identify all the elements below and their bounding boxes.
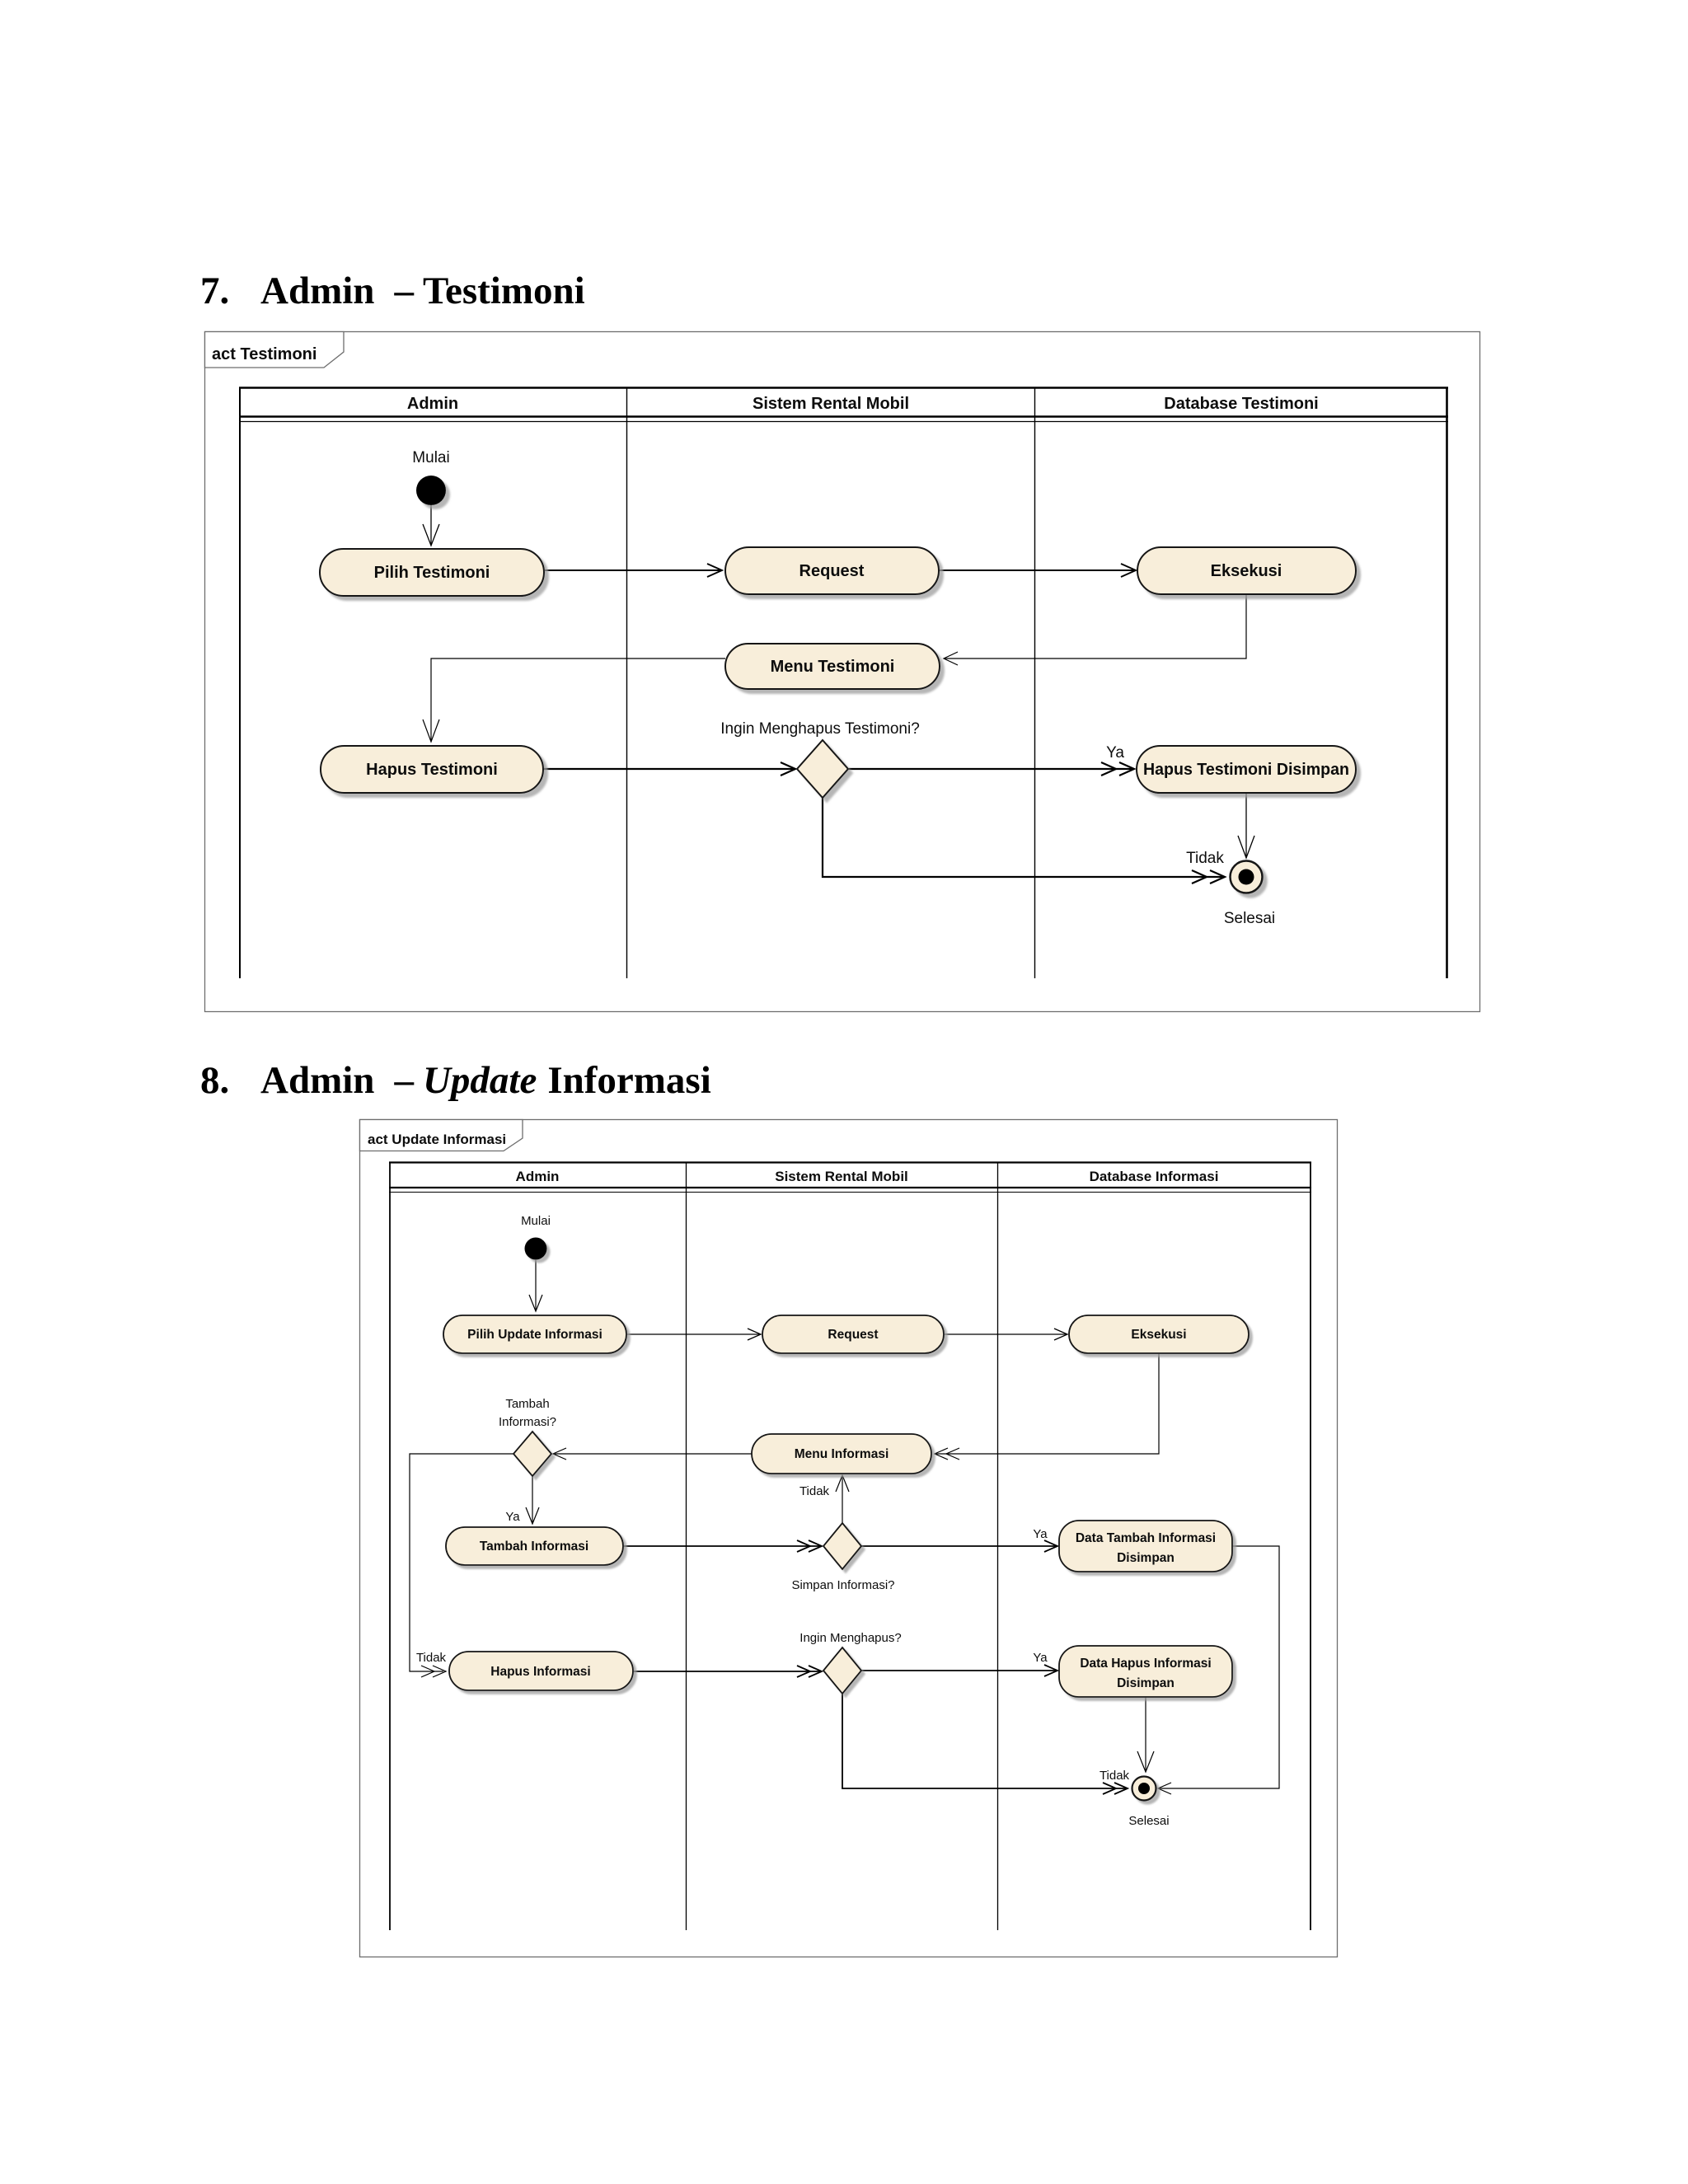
initial-node [416,476,446,505]
section-number: 8. [200,1059,230,1102]
activity-data-hapus-informasi-disimpan: Data Hapus Informasi Disimpan [1058,1645,1233,1698]
section-title-dash: – [394,269,414,312]
svg-text:Data Tambah Informasi: Data Tambah Informasi [1076,1531,1216,1545]
svg-text:Disimpan: Disimpan [1117,1676,1175,1690]
decision-simpan-diamond [822,1521,863,1571]
edge-label-tidak-hapus: Tidak [416,1651,447,1665]
decision-tambah-question-line1: Tambah [505,1397,549,1411]
end-label: Selesai [1224,910,1275,927]
start-label: Mulai [412,449,449,466]
svg-text:Request: Request [799,562,865,580]
end-label: Selesai [1128,1814,1169,1828]
section-title-italic: Update [422,1059,537,1102]
edges [422,505,1255,885]
edge-label-ya: Ya [1106,744,1124,762]
edge-label-ya-dtid: Ya [1033,1527,1048,1541]
decision-tambah-diamond [512,1430,553,1478]
svg-text:Pilih Update Informasi: Pilih Update Informasi [467,1328,603,1342]
lane-title-sistem: Sistem Rental Mobil [775,1169,908,1184]
activity-menu-informasi: Menu Informasi [751,1433,932,1474]
activity-hapus-testimoni: Hapus Testimoni [320,745,544,794]
section-title-part: Admin [260,269,375,312]
start-label: Mulai [521,1214,551,1228]
svg-text:Tambah Informasi: Tambah Informasi [480,1540,588,1554]
lane-title-database: Database Testimoni [1164,395,1318,413]
decision-diamond [795,738,850,799]
svg-text:Hapus Informasi: Hapus Informasi [490,1665,590,1679]
activity-diagram-testimoni: act Testimoni Admin Sistem Rental Mobil … [204,330,1481,1013]
activity-hapus-informasi: Hapus Informasi [448,1651,634,1691]
svg-text:Eksekusi: Eksekusi [1131,1328,1186,1342]
svg-text:Data Hapus Informasi: Data Hapus Informasi [1080,1657,1211,1671]
decision-hapus-question: Ingin Menghapus? [799,1631,901,1645]
section-heading-8: 8. Admin – Update Informasi [200,1058,711,1103]
activity-request: Request [762,1315,945,1354]
svg-text:Hapus Testimoni Disimpan: Hapus Testimoni Disimpan [1143,761,1349,779]
final-node [1229,860,1264,894]
svg-text:Request: Request [828,1328,878,1342]
section-title-part: Testimoni [422,269,585,312]
svg-text:Eksekusi: Eksekusi [1211,562,1282,580]
section-title-dash: – [394,1059,414,1102]
activity-tambah-informasi: Tambah Informasi [445,1526,624,1566]
svg-text:Menu Informasi: Menu Informasi [795,1447,889,1461]
initial-node [524,1237,547,1260]
final-node [1131,1775,1157,1802]
activity-data-tambah-informasi-disimpan: Data Tambah Informasi Disimpan [1058,1520,1233,1572]
section-number: 7. [200,269,230,312]
section-title-part: Informasi [547,1059,711,1102]
activity-menu-testimoni: Menu Testimoni [724,643,940,690]
edge-label-tidak-menu: Tidak [799,1484,830,1498]
diagram-frame [359,1118,1339,1958]
svg-text:Menu Testimoni: Menu Testimoni [771,658,895,676]
frame-label-tab [204,330,345,368]
activity-pilih-testimoni: Pilih Testimoni [319,548,545,597]
activity-pilih-update-informasi: Pilih Update Informasi [443,1315,627,1354]
decision-simpan-question: Simpan Informasi? [791,1578,894,1592]
frame-label-text: act Update Informasi [368,1132,506,1147]
edge-label-ya-tambah: Ya [505,1510,520,1524]
decision-hapus-diamond [822,1646,863,1695]
section-heading-7: 7. Admin – Testimoni [200,269,585,313]
activity-request: Request [724,546,940,595]
decision-question-label: Ingin Menghapus Testimoni? [720,720,920,738]
frame-label-tab [359,1118,523,1152]
swimlane-grid [239,387,1448,978]
activity-diagram-update-informasi: act Update Informasi Admin Sistem Rental… [359,1118,1339,1958]
activity-eksekusi: Eksekusi [1068,1315,1250,1354]
activity-hapus-testimoni-disimpan: Hapus Testimoni Disimpan [1136,745,1357,794]
lane-title-admin: Admin [516,1169,560,1184]
svg-text:Disimpan: Disimpan [1117,1551,1175,1565]
edge-label-tidak-final: Tidak [1100,1769,1130,1783]
lane-title-sistem: Sistem Rental Mobil [753,395,909,413]
lane-title-admin: Admin [407,395,458,413]
frame-label-text: act Testimoni [212,345,316,363]
svg-text:Hapus Testimoni: Hapus Testimoni [366,761,498,779]
lane-title-database: Database Informasi [1090,1169,1219,1184]
section-title-part: Admin [260,1059,375,1102]
diagram-frame [204,330,1481,1013]
svg-text:Pilih Testimoni: Pilih Testimoni [374,564,490,582]
activity-eksekusi: Eksekusi [1137,546,1357,595]
decision-tambah-question-line2: Informasi? [499,1415,556,1429]
edge-label-tidak: Tidak [1186,850,1224,867]
edge-label-ya-dhid: Ya [1033,1651,1048,1665]
edges [409,1260,1280,1795]
